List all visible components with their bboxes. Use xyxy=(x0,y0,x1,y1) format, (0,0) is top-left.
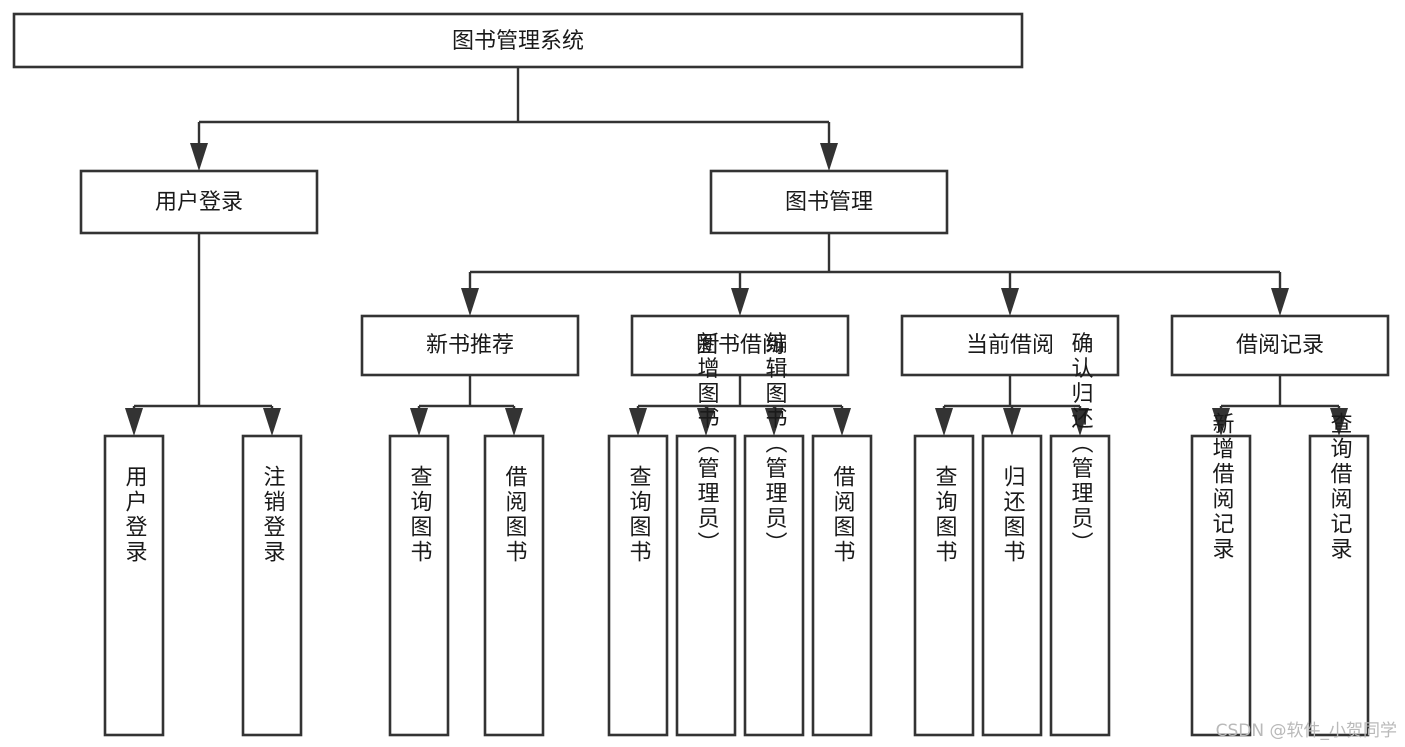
arrow-head-leaf-confirm-return xyxy=(1071,408,1089,436)
node-book-management-label: 图书管理 xyxy=(785,190,873,215)
node-leaf-borrow-book-1-box[interactable] xyxy=(483,434,545,737)
node-leaf-confirm-return-box[interactable] xyxy=(1049,434,1111,737)
node-leaf-add-record-label: 新增借阅记录 xyxy=(1209,412,1235,562)
node-leaf-borrow-book-2[interactable]: 借阅图书 xyxy=(811,434,873,737)
connector-group-book-management xyxy=(461,233,1289,316)
connector-group-new-book-recommend xyxy=(410,375,523,436)
node-leaf-borrow-book-1[interactable]: 借阅图书 xyxy=(483,434,545,737)
connector-group-book-borrow xyxy=(629,375,851,436)
node-leaf-user-login[interactable]: 用户登录 xyxy=(103,434,165,737)
connector-group-root xyxy=(190,67,838,171)
node-leaf-edit-book-label: 编辑图书（管理员） xyxy=(762,332,788,557)
node-book-borrow-box[interactable] xyxy=(630,314,850,377)
node-leaf-query-book-3-label: 查询图书 xyxy=(932,465,958,565)
node-current-borrow-box[interactable] xyxy=(900,314,1120,377)
node-leaf-add-record[interactable]: 新增借阅记录 xyxy=(1190,412,1252,737)
node-leaf-edit-book-box[interactable] xyxy=(743,434,805,737)
node-new-book-recommend[interactable]: 新书推荐 xyxy=(360,314,580,377)
arrow-head-borrow-records xyxy=(1271,288,1289,316)
node-leaf-return-book[interactable]: 归还图书 xyxy=(981,434,1043,737)
arrow-head-new-book-recommend xyxy=(461,288,479,316)
node-leaf-return-book-box[interactable] xyxy=(981,434,1043,737)
node-book-management-box[interactable] xyxy=(709,169,949,235)
arrow-head-current-borrow xyxy=(1001,288,1019,316)
node-borrow-records-box[interactable] xyxy=(1170,314,1390,377)
node-leaf-query-book-3[interactable]: 查询图书 xyxy=(913,434,975,737)
arrow-head-leaf-add-record xyxy=(1212,408,1230,436)
node-borrow-records-label: 借阅记录 xyxy=(1236,333,1324,358)
node-leaf-edit-book[interactable]: 编辑图书（管理员） xyxy=(743,332,805,737)
node-leaf-confirm-return-label: 确认归还（管理员） xyxy=(1068,332,1094,557)
arrow-head-leaf-user-logout xyxy=(263,408,281,436)
node-book-borrow-label: 图书借阅 xyxy=(696,333,784,358)
node-leaf-borrow-book-2-label: 借阅图书 xyxy=(830,465,856,565)
arrow-head-user-login xyxy=(190,143,208,171)
node-borrow-records[interactable]: 借阅记录 xyxy=(1170,314,1390,377)
node-leaf-add-book-box[interactable] xyxy=(675,434,737,737)
arrow-head-leaf-query-book-3 xyxy=(935,408,953,436)
node-leaf-query-book-1-box[interactable] xyxy=(388,434,450,737)
node-leaf-borrow-book-1-label: 借阅图书 xyxy=(502,465,528,565)
node-leaf-query-record[interactable]: 查询借阅记录 xyxy=(1308,412,1370,737)
arrow-head-leaf-add-book xyxy=(697,408,715,436)
node-leaf-query-record-label: 查询借阅记录 xyxy=(1327,412,1353,562)
node-leaf-user-logout[interactable]: 注销登录 xyxy=(241,434,303,737)
node-leaf-add-book-label: 新增图书（管理员） xyxy=(694,332,720,557)
node-leaf-query-book-1[interactable]: 查询图书 xyxy=(388,434,450,737)
arrow-head-leaf-query-record xyxy=(1330,408,1348,436)
connector-group-user-login xyxy=(125,233,281,436)
node-user-login[interactable]: 用户登录 xyxy=(79,169,319,235)
node-new-book-recommend-box[interactable] xyxy=(360,314,580,377)
node-leaf-user-logout-label: 注销登录 xyxy=(260,465,286,565)
node-user-login-label: 用户登录 xyxy=(155,190,243,215)
arrow-head-leaf-borrow-book-1 xyxy=(505,408,523,436)
node-current-borrow[interactable]: 当前借阅 xyxy=(900,314,1120,377)
node-current-borrow-label: 当前借阅 xyxy=(966,333,1054,358)
node-book-management[interactable]: 图书管理 xyxy=(709,169,949,235)
node-root-box[interactable] xyxy=(12,12,1024,69)
node-leaf-user-login-box[interactable] xyxy=(103,434,165,737)
node-leaf-query-book-2-box[interactable] xyxy=(607,434,669,737)
node-leaf-return-book-label: 归还图书 xyxy=(1000,465,1026,565)
node-leaf-query-book-1-label: 查询图书 xyxy=(407,465,433,565)
node-leaf-query-record-box[interactable] xyxy=(1308,434,1370,737)
node-leaf-add-book[interactable]: 新增图书（管理员） xyxy=(675,332,737,737)
node-root[interactable]: 图书管理系统 xyxy=(12,12,1024,69)
arrow-head-leaf-query-book-1 xyxy=(410,408,428,436)
node-new-book-recommend-label: 新书推荐 xyxy=(426,333,514,358)
node-leaf-user-login-label: 用户登录 xyxy=(122,465,148,565)
node-leaf-query-book-2-label: 查询图书 xyxy=(626,465,652,565)
arrow-head-leaf-edit-book xyxy=(765,408,783,436)
node-leaf-query-book-2[interactable]: 查询图书 xyxy=(607,434,669,737)
arrow-head-leaf-borrow-book-2 xyxy=(833,408,851,436)
arrow-head-book-management xyxy=(820,143,838,171)
connector-group-current-borrow xyxy=(935,375,1089,436)
node-leaf-borrow-book-2-box[interactable] xyxy=(811,434,873,737)
node-leaf-confirm-return[interactable]: 确认归还（管理员） xyxy=(1049,332,1111,737)
node-leaf-add-record-box[interactable] xyxy=(1190,434,1252,737)
arrow-head-leaf-user-login xyxy=(125,408,143,436)
arrow-head-leaf-query-book-2 xyxy=(629,408,647,436)
node-book-borrow[interactable]: 图书借阅 xyxy=(630,314,850,377)
connector-group-borrow-records xyxy=(1212,375,1348,436)
arrow-head-book-borrow xyxy=(731,288,749,316)
node-leaf-user-logout-box[interactable] xyxy=(241,434,303,737)
node-root-label: 图书管理系统 xyxy=(452,29,584,54)
node-leaf-query-book-3-box[interactable] xyxy=(913,434,975,737)
arrow-head-leaf-return-book xyxy=(1003,408,1021,436)
node-user-login-box[interactable] xyxy=(79,169,319,235)
